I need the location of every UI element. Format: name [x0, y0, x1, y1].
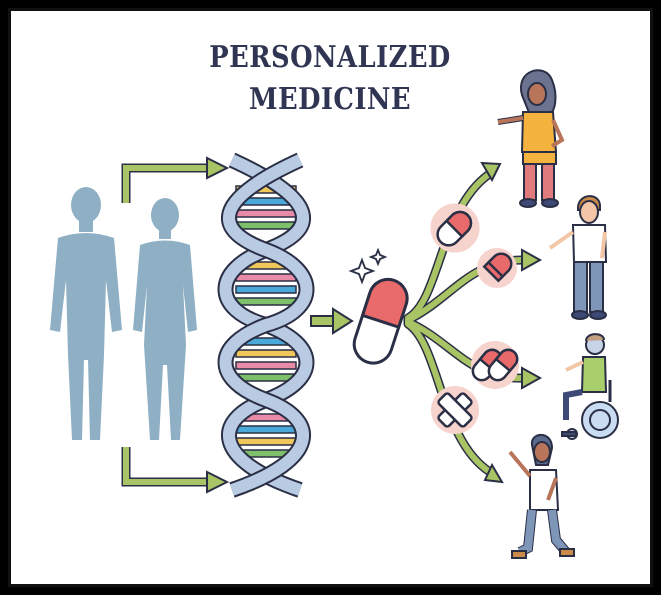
cross-icon — [431, 386, 479, 434]
male-silhouette-icon — [50, 187, 122, 440]
arrow-dna-to-pill — [310, 307, 354, 335]
patient-woman-2-icon — [508, 433, 575, 559]
sparkle-icon — [348, 247, 388, 285]
title-line-1: PERSONALIZED — [209, 40, 451, 75]
dna-helix-icon — [217, 152, 315, 498]
female-silhouette-icon — [133, 198, 197, 440]
title-line-2: MEDICINE — [249, 82, 411, 117]
patient-man-icon — [548, 195, 608, 320]
pill-badge-2 — [477, 248, 517, 288]
patient-woman-icon — [497, 69, 565, 208]
pill-badge-3 — [471, 341, 519, 389]
arrow-bottom-to-dna — [121, 447, 230, 494]
branch-arrows — [403, 161, 543, 484]
main-pill-icon — [352, 277, 409, 365]
pill-badge-1 — [430, 203, 480, 253]
arrow-top-to-dna — [121, 156, 230, 203]
wheelchair-icon — [561, 333, 619, 440]
